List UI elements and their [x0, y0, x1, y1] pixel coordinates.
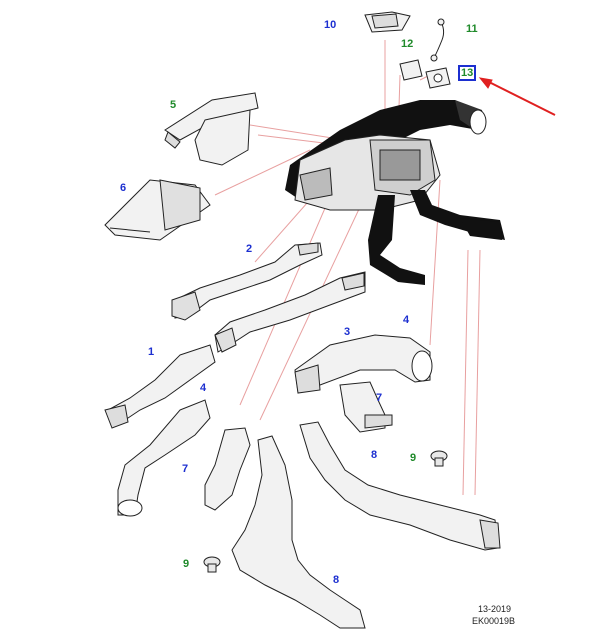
callout-1: 1: [148, 346, 155, 358]
callout-9-left: 9: [183, 558, 190, 570]
part-6: [104, 179, 211, 241]
top-small-parts: [364, 11, 451, 89]
part-3: [214, 271, 366, 353]
callout-9-right: 9: [410, 452, 417, 464]
callout-7-duct: 7: [182, 463, 189, 475]
callout-4-lower: 4: [200, 382, 207, 394]
callout-4-upper: 4: [403, 314, 410, 326]
part-9-clips: [203, 450, 448, 573]
callout-11: 11: [466, 23, 478, 35]
part-5: [164, 92, 259, 166]
part-8-center-duct: [299, 421, 501, 551]
footer-code: EK00019B: [472, 616, 516, 626]
callout-12: 12: [401, 38, 414, 50]
leader-lines: [214, 40, 481, 496]
part-7-duct: [204, 427, 251, 511]
callout-2: 2: [246, 243, 253, 255]
footer-date: 13-2019: [478, 604, 512, 614]
part-4-upper: [294, 334, 433, 394]
part-8-lower-duct: [231, 435, 366, 629]
callout-5: 5: [170, 99, 177, 111]
callout-13: 13: [458, 65, 477, 81]
part-4-lower: [117, 399, 211, 517]
red-arrow: [478, 77, 556, 116]
callout-6: 6: [120, 182, 127, 194]
callout-8-lower: 8: [333, 574, 340, 586]
main-duct-assembly: [285, 100, 505, 285]
callout-8-center: 8: [371, 449, 378, 461]
part-2: [171, 242, 323, 321]
part-1: [104, 344, 216, 429]
callout-7-bracket: 7: [376, 392, 383, 404]
callout-10: 10: [324, 19, 337, 31]
callout-3: 3: [344, 326, 351, 338]
part-7-bracket: [339, 381, 393, 433]
